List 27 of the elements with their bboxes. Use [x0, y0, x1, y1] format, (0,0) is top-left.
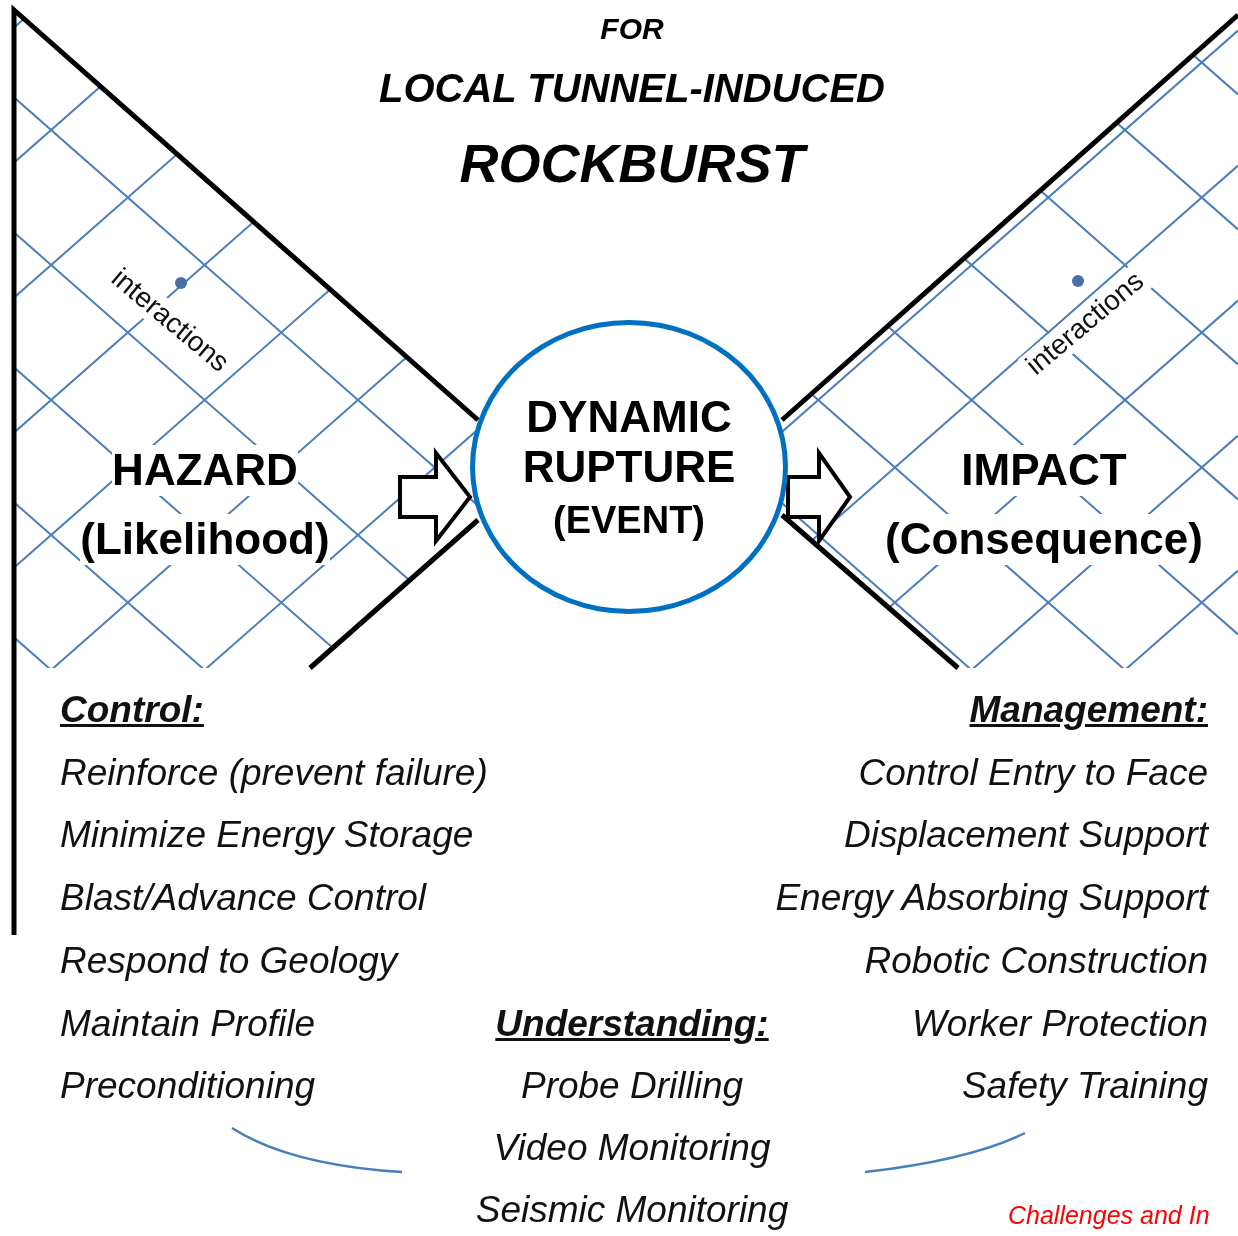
- list-item: Minimize Energy Storage: [60, 815, 474, 856]
- event-circle: [470, 320, 788, 614]
- title-text: LOCAL TUNNEL-INDUCED: [379, 66, 885, 110]
- list-item: Blast/Advance Control: [60, 878, 427, 919]
- list-item: Seismic Monitoring: [475, 1190, 789, 1231]
- block-arrow: [398, 447, 473, 547]
- list-item: Worker Protection: [911, 1004, 1208, 1045]
- list-item: Displacement Support: [843, 815, 1208, 856]
- list-heading: Understanding:: [495, 1004, 769, 1045]
- list-item: Robotic Construction: [864, 941, 1208, 982]
- node-subtitle: (Likelihood): [80, 514, 330, 565]
- list-item: Video Monitoring: [493, 1128, 771, 1169]
- caption-text: Challenges and In: [1008, 1202, 1210, 1230]
- list-heading: Management:: [969, 690, 1208, 731]
- node-heading: HAZARD: [112, 445, 298, 496]
- list-item: Probe Drilling: [520, 1066, 744, 1107]
- list-item: Control Entry to Face: [858, 753, 1208, 794]
- title-text: FOR: [600, 12, 664, 45]
- list-item: Reinforce (prevent failure): [60, 753, 488, 794]
- list-item: Safety Training: [961, 1066, 1208, 1107]
- node-heading: IMPACT: [961, 445, 1127, 496]
- list-heading: Control:: [60, 690, 204, 731]
- list-item: Preconditioning: [60, 1066, 316, 1107]
- list-item: Respond to Geology: [60, 941, 398, 982]
- list-item: Energy Absorbing Support: [775, 878, 1208, 919]
- node-subtitle: (Consequence): [885, 514, 1203, 565]
- list-item: Maintain Profile: [60, 1004, 315, 1045]
